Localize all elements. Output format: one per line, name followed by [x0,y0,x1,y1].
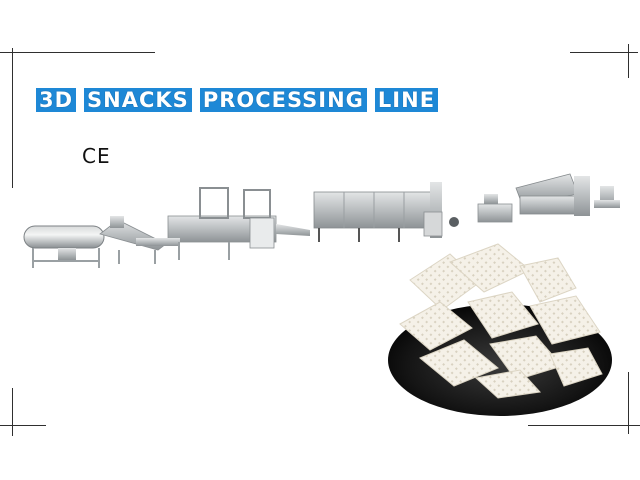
frame-bottom-left [0,425,46,426]
processing-line-machines [23,173,620,268]
page-title: 3D SNACKS PROCESSING LINE [36,88,439,112]
fryer [136,187,310,260]
frame-left [12,48,13,188]
frame-top-right [570,52,638,53]
ce-mark: CE [82,144,111,168]
title-word: LINE [374,88,439,112]
frame-right-bottom [628,372,629,434]
cutter [477,194,513,223]
title-word: PROCESSING [199,88,367,112]
flavoring-drum [23,225,105,268]
frame-bottom-right [528,425,640,426]
title-word: 3D [36,88,77,112]
3d-snack-pellets-in-bowl [388,243,612,416]
frame-top-left [0,52,155,53]
dryer [313,182,459,242]
title-word: SNACKS [84,88,192,112]
snack-pellets [399,243,603,399]
frame-left-bottom [12,388,13,436]
frame-right [628,44,629,78]
extruder [515,173,620,216]
